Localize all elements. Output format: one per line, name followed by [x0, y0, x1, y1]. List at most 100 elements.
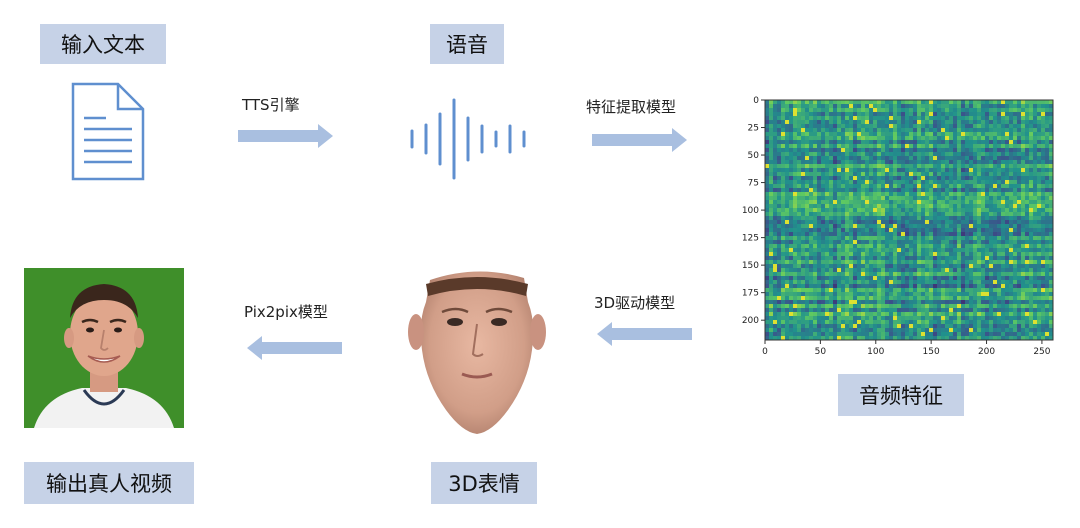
spectrogram-cell	[913, 280, 917, 284]
spectrogram-cell	[901, 304, 905, 308]
spectrogram-cell	[945, 196, 949, 200]
spectrogram-cell	[857, 236, 861, 240]
spectrogram-cell	[777, 208, 781, 212]
spectrogram-cell	[981, 204, 985, 208]
spectrogram-cell	[1001, 212, 1005, 216]
spectrogram-cell	[765, 284, 769, 288]
spectrogram-cell	[977, 312, 981, 316]
spectrogram-cell	[933, 212, 937, 216]
spectrogram-cell	[889, 300, 893, 304]
spectrogram-cell	[1013, 240, 1017, 244]
spectrogram-cell	[917, 252, 921, 256]
spectrogram-cell	[801, 108, 805, 112]
spectrogram-cell	[969, 208, 973, 212]
spectrogram-cell	[793, 216, 797, 220]
spectrogram-cell	[1021, 224, 1025, 228]
spectrogram-cell	[925, 240, 929, 244]
spectrogram-cell	[769, 216, 773, 220]
spectrogram-cell	[865, 132, 869, 136]
spectrogram-cell	[837, 240, 841, 244]
spectrogram-cell	[793, 132, 797, 136]
spectrogram-cell	[905, 128, 909, 132]
spectrogram-cell	[877, 232, 881, 236]
spectrogram-cell	[817, 192, 821, 196]
spectrogram-cell	[917, 140, 921, 144]
spectrogram-cell	[769, 104, 773, 108]
spectrogram-cell	[781, 136, 785, 140]
spectrogram-cell	[789, 196, 793, 200]
spectrogram-cell	[1037, 252, 1041, 256]
spectrogram-cell	[965, 132, 969, 136]
spectrogram-cell	[861, 168, 865, 172]
spectrogram-cell	[957, 156, 961, 160]
spectrogram-cell	[977, 244, 981, 248]
spectrogram-cell	[1009, 304, 1013, 308]
spectrogram-cell	[801, 296, 805, 300]
spectrogram-cell	[877, 236, 881, 240]
spectrogram-cell	[845, 140, 849, 144]
spectrogram-cell	[817, 108, 821, 112]
spectrogram-cell	[905, 124, 909, 128]
spectrogram-cell	[977, 192, 981, 196]
spectrogram-cell	[989, 212, 993, 216]
spectrogram-cell	[965, 328, 969, 332]
spectrogram-cell	[869, 260, 873, 264]
spectrogram-cell	[1033, 296, 1037, 300]
spectrogram-cell	[1025, 296, 1029, 300]
spectrogram-cell	[837, 108, 841, 112]
spectrogram-cell	[765, 116, 769, 120]
spectrogram-cell	[1025, 232, 1029, 236]
spectrogram-cell	[857, 224, 861, 228]
spectrogram-cell	[857, 184, 861, 188]
spectrogram-cell	[1033, 120, 1037, 124]
spectrogram-cell	[769, 272, 773, 276]
spectrogram-cell	[977, 240, 981, 244]
spectrogram-cell	[805, 172, 809, 176]
spectrogram-cell	[877, 256, 881, 260]
spectrogram-cell	[1017, 176, 1021, 180]
spectrogram-cell	[781, 296, 785, 300]
spectrogram-cell	[889, 296, 893, 300]
spectrogram-cell	[809, 188, 813, 192]
spectrogram-cell	[1009, 256, 1013, 260]
spectrogram-cell	[881, 144, 885, 148]
spectrogram-cell	[921, 156, 925, 160]
spectrogram-cell	[837, 232, 841, 236]
spectrogram-cell	[981, 192, 985, 196]
spectrogram-cell	[1041, 144, 1045, 148]
spectrogram-cell	[1001, 288, 1005, 292]
spectrogram-cell	[921, 184, 925, 188]
spectrogram-cell	[909, 260, 913, 264]
spectrogram-cell	[861, 224, 865, 228]
spectrogram-cell	[1041, 100, 1045, 104]
spectrogram-cell	[969, 316, 973, 320]
spectrogram-cell	[981, 284, 985, 288]
spectrogram-cell	[961, 128, 965, 132]
spectrogram-cell	[833, 284, 837, 288]
spectrogram-cell	[1009, 184, 1013, 188]
spectrogram-cell	[825, 252, 829, 256]
spectrogram-cell	[825, 108, 829, 112]
spectrogram-cell	[917, 300, 921, 304]
spectrogram-cell	[897, 148, 901, 152]
spectrogram-cell	[825, 152, 829, 156]
spectrogram-cell	[829, 124, 833, 128]
spectrogram-cell	[1001, 228, 1005, 232]
spectrogram-cell	[1017, 140, 1021, 144]
spectrogram-cell	[1021, 300, 1025, 304]
spectrogram-cell	[1001, 144, 1005, 148]
spectrogram-cell	[1005, 124, 1009, 128]
spectrogram-cell	[765, 304, 769, 308]
spectrogram-cell	[821, 164, 825, 168]
spectrogram-cell	[945, 320, 949, 324]
spectrogram-cell	[869, 304, 873, 308]
spectrogram-cell	[897, 168, 901, 172]
spectrogram-cell	[813, 320, 817, 324]
spectrogram-cell	[801, 264, 805, 268]
spectrogram-cell	[921, 172, 925, 176]
spectrogram-cell	[1029, 148, 1033, 152]
spectrogram-cell	[1045, 208, 1049, 212]
spectrogram-cell	[913, 332, 917, 336]
spectrogram-cell	[1009, 120, 1013, 124]
spectrogram-cell	[1005, 280, 1009, 284]
